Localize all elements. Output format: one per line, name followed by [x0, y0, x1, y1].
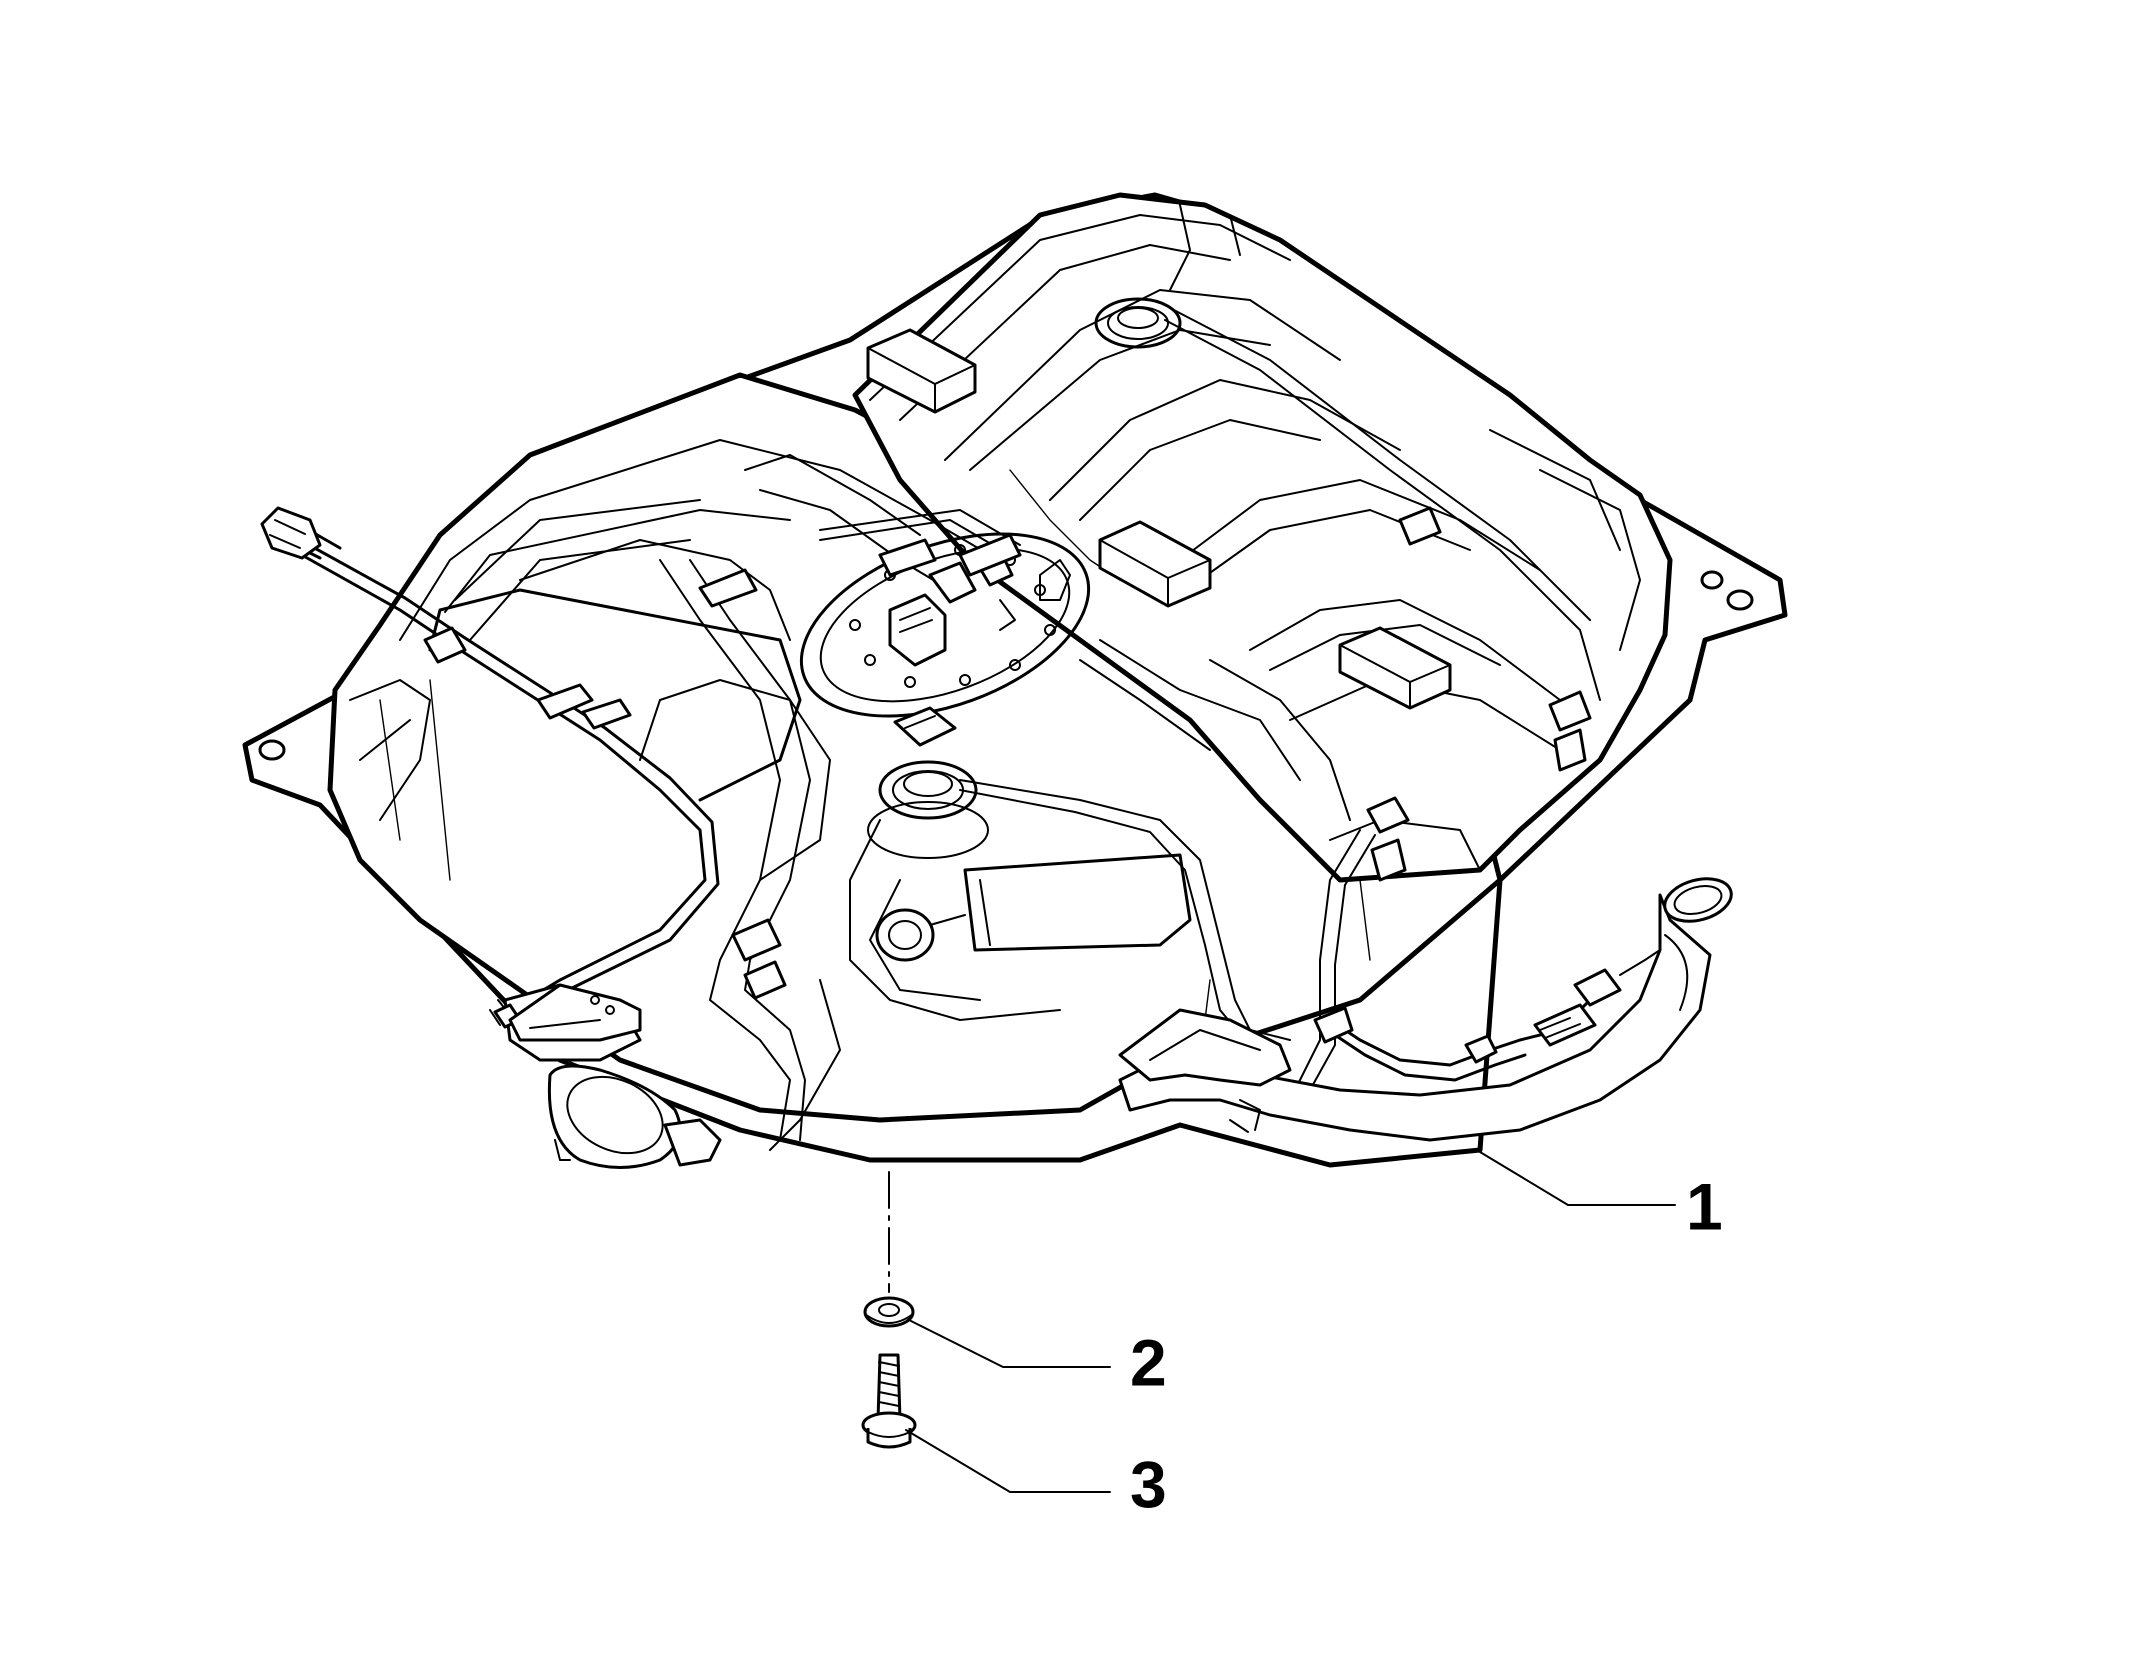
- fuel-line-end-fitting: [260, 506, 342, 560]
- leader-line-2: [908, 1319, 1111, 1368]
- washer-part: [863, 1296, 915, 1328]
- bolt-part: [861, 1353, 917, 1449]
- callout-2: 2: [908, 1319, 1167, 1399]
- callout-number-2: 2: [1130, 1325, 1167, 1399]
- washer-outer: [863, 1296, 915, 1328]
- tank-top-pads: [866, 328, 1452, 710]
- tube-connectors: [536, 533, 1022, 730]
- fuel-tank-assembly: [242, 192, 1788, 1169]
- leader-line-1: [1479, 1151, 1676, 1206]
- flange-hole-left: [258, 739, 286, 761]
- leader-line-3: [905, 1429, 1111, 1493]
- washer-inner: [878, 1303, 900, 1317]
- tank-top-pressings-left: [349, 439, 1351, 1021]
- hose-clips: [423, 506, 1592, 1000]
- callout-number-3: 3: [1130, 1447, 1167, 1521]
- flange-hole-top: [1700, 570, 1724, 590]
- vapor-separator: [875, 853, 1192, 962]
- tank-support-bracket: [1118, 1008, 1292, 1133]
- callout-3: 3: [905, 1429, 1167, 1521]
- callout-1: 1: [1479, 1151, 1723, 1243]
- wiring-harness: [1313, 949, 1661, 1082]
- callout-number-1: 1: [1686, 1169, 1723, 1243]
- tank-fill-port-lower: [867, 760, 989, 859]
- tank-side-bracket: [508, 983, 642, 1042]
- flange-hole-right: [1726, 589, 1754, 611]
- tank-fill-port-upper: [1094, 297, 1182, 349]
